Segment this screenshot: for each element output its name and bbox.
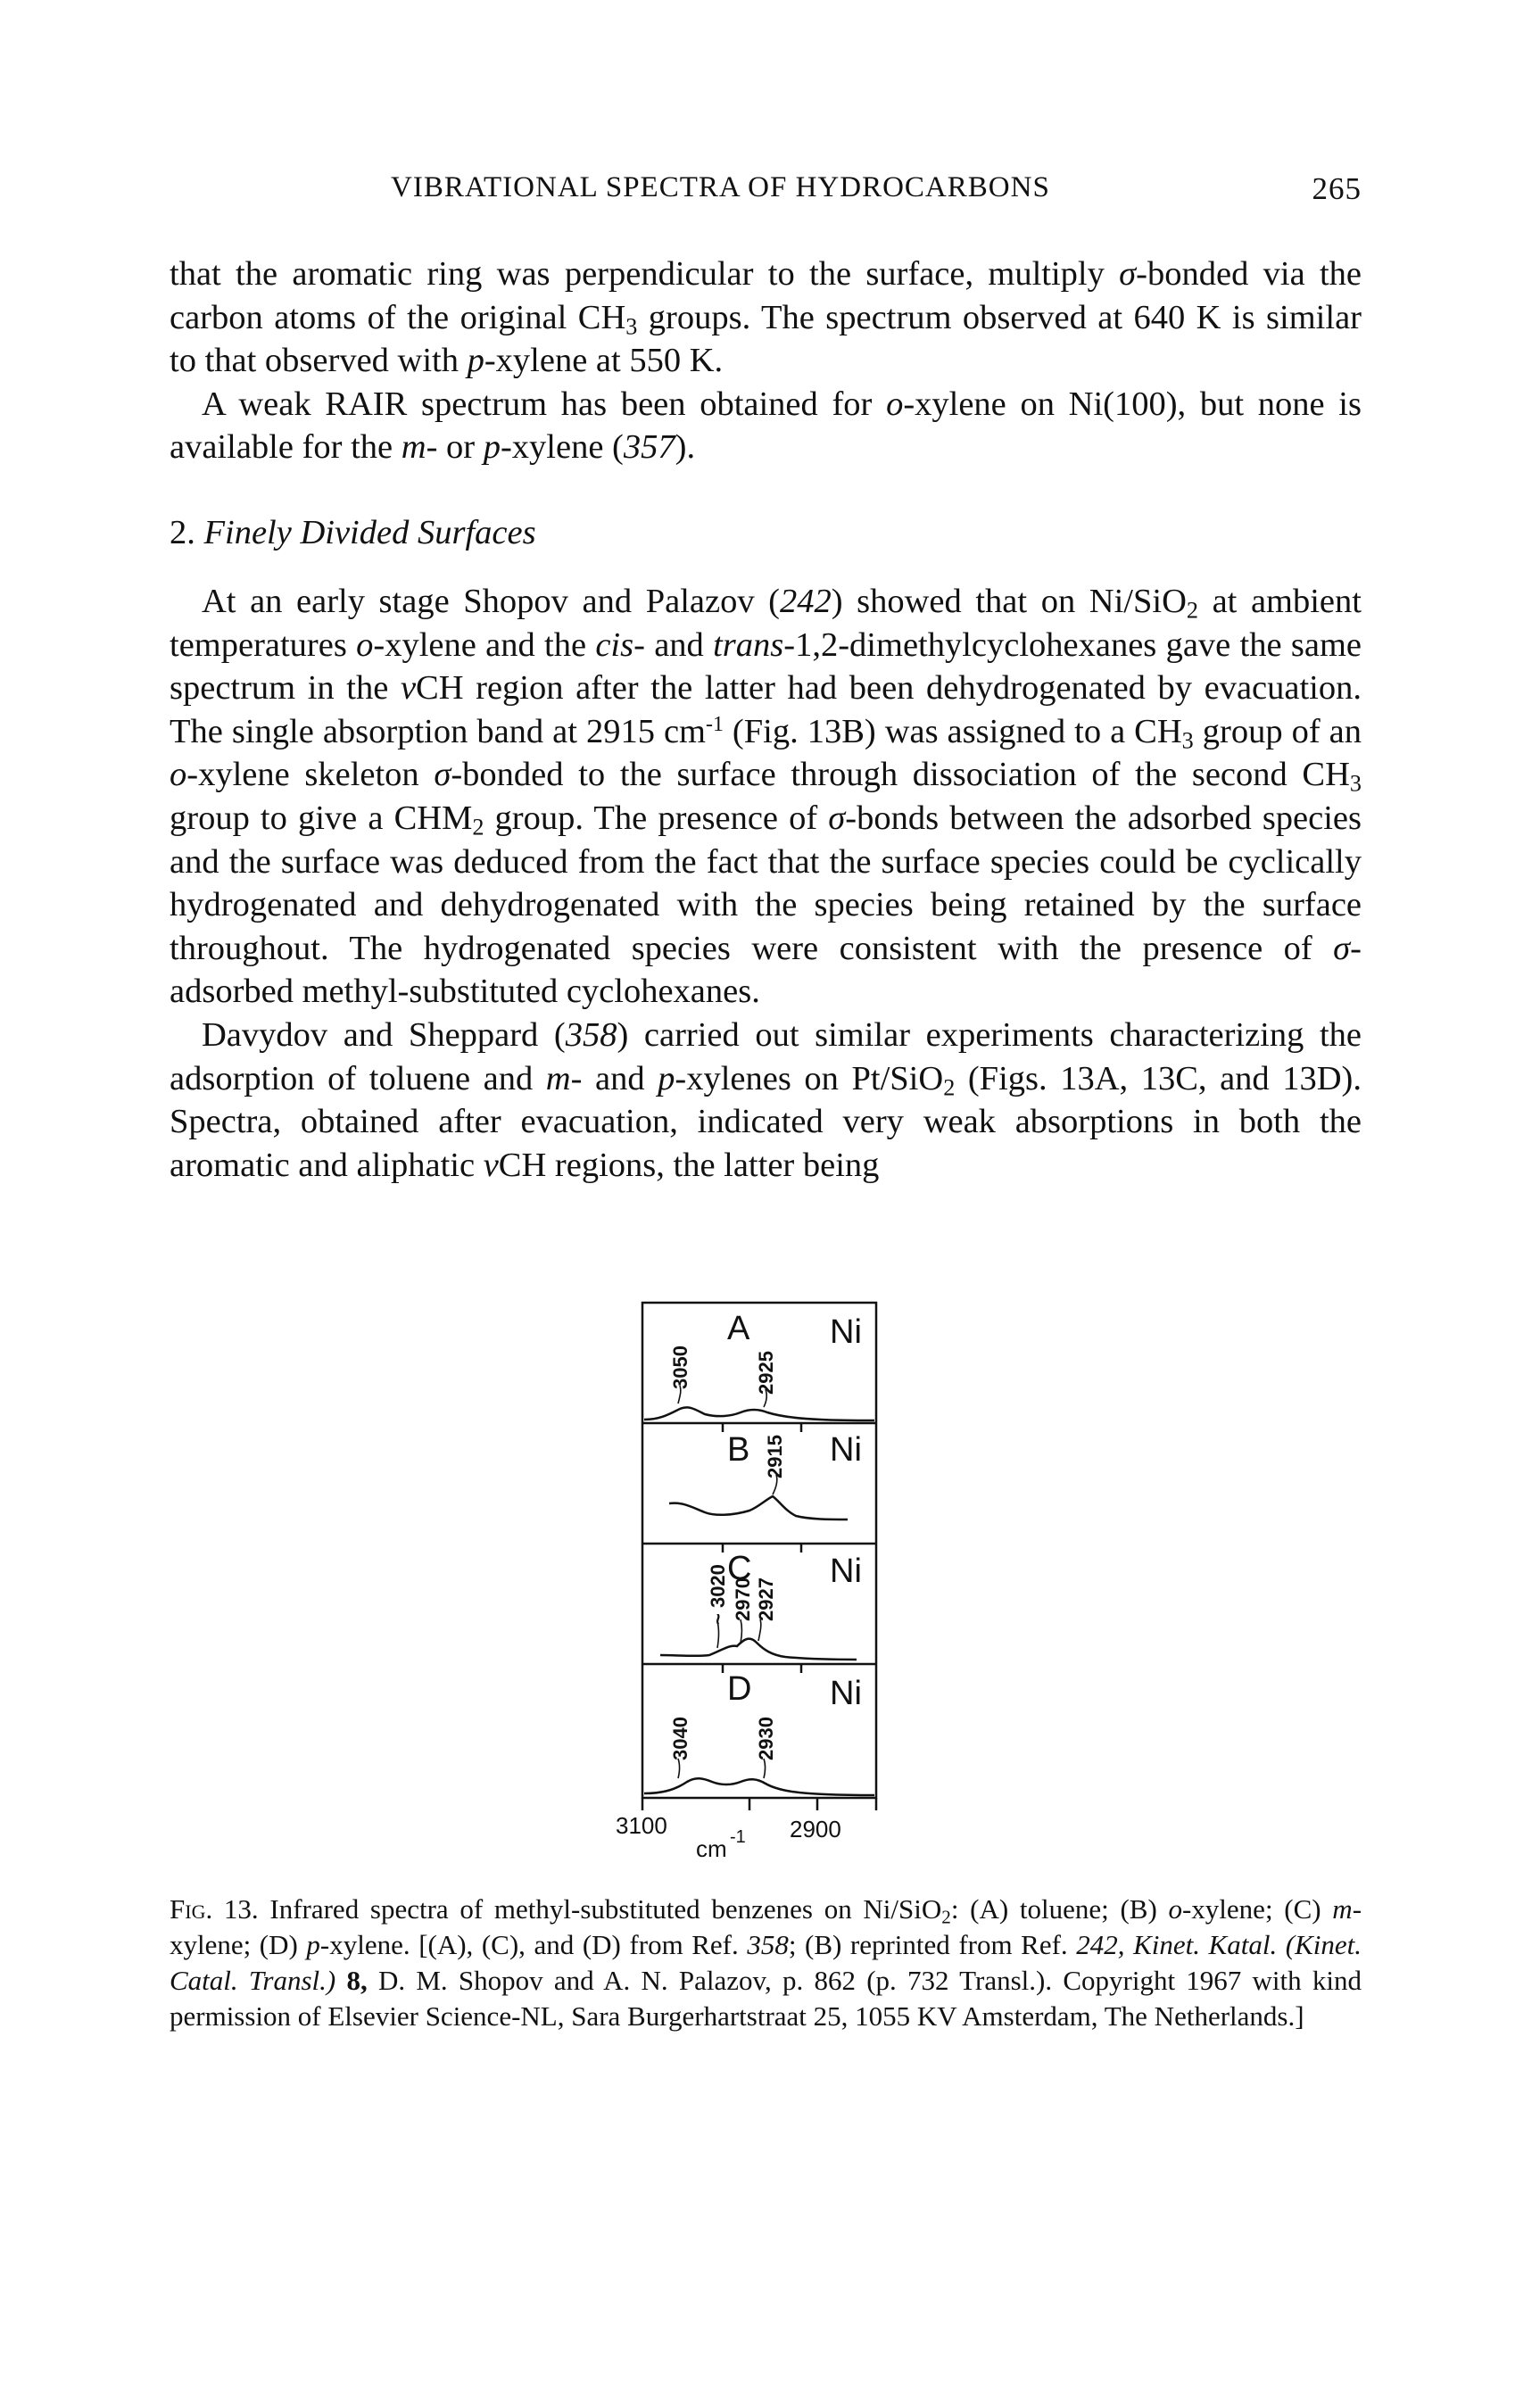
axis-unit-exponent: -1 — [730, 1827, 746, 1847]
band-label: 2930 — [755, 1717, 777, 1760]
figure-13: A Ni B Ni C Ni D Ni 3050 2925 2915 ~ 302… — [616, 1301, 878, 1862]
page-number: 265 — [1312, 171, 1362, 206]
section-heading: 2. Finely Divided Surfaces — [170, 513, 536, 552]
panel-metal-c: Ni — [830, 1553, 862, 1590]
axis-tick-label: 2900 — [790, 1816, 841, 1842]
section-number: 2. — [170, 514, 195, 551]
section-title: Finely Divided Surfaces — [203, 514, 536, 551]
figure-frame — [641, 1301, 878, 1800]
spectrum-trace-b — [668, 1495, 849, 1521]
band-label: 2915 — [764, 1435, 786, 1478]
axis-unit: cm — [696, 1835, 727, 1862]
running-head: VIBRATIONAL SPECTRA OF HYDROCARBONS 265 — [170, 171, 1362, 216]
band-label: 2970 — [732, 1577, 754, 1621]
band-label: 2927 — [755, 1577, 777, 1621]
spectrum-trace-c — [659, 1637, 857, 1661]
axis-tick-label: 3100 — [616, 1812, 667, 1839]
caption-label: Fig. 13. — [170, 1893, 259, 1925]
band-label: 2925 — [755, 1351, 777, 1395]
panel-letter-a: A — [727, 1310, 750, 1347]
paragraph-3: At an early stage Shopov and Palazov (24… — [170, 583, 1362, 1184]
band-label: 3050 — [669, 1346, 691, 1389]
spectrum-trace-d — [643, 1777, 875, 1797]
band-label: ~ 3020 — [707, 1564, 729, 1625]
paragraph-1: that the aromatic ring was perpendicular… — [170, 255, 1362, 467]
running-title: VIBRATIONAL SPECTRA OF HYDROCARBONS — [391, 171, 1050, 203]
panel-letter-d: D — [727, 1670, 751, 1708]
panel-letter-b: B — [727, 1431, 749, 1469]
panel-metal-b: Ni — [830, 1431, 862, 1469]
panel-letter-c: C — [727, 1550, 751, 1587]
panel-metal-a: Ni — [830, 1313, 862, 1351]
spectrum-trace-a — [643, 1406, 875, 1422]
figure-caption: Fig. 13. Infrared spectra of methyl-subs… — [170, 1893, 1362, 2032]
band-label: 3040 — [669, 1717, 691, 1760]
panel-metal-d: Ni — [830, 1675, 862, 1712]
